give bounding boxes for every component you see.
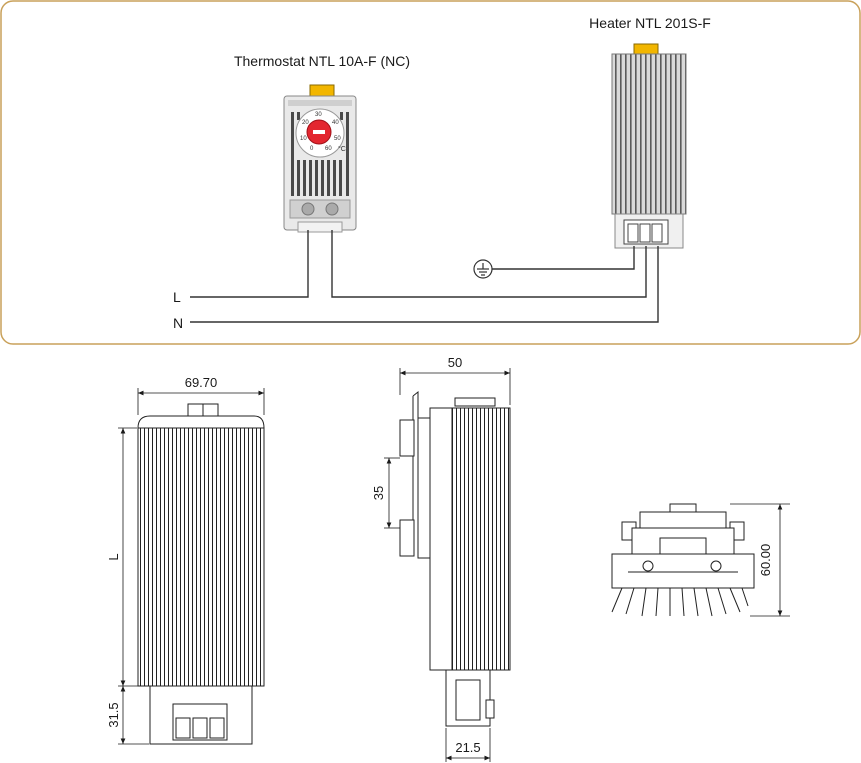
- dial-mark-50: 50: [334, 136, 341, 142]
- dim-side-terminal-width: 21.5: [455, 740, 480, 755]
- thermostat-screw-left: [301, 202, 315, 216]
- line-label: L: [173, 289, 181, 305]
- side-fins: [451, 407, 511, 671]
- bottom-dimensions: [730, 503, 790, 617]
- thermostat-to-heater-wire: [331, 230, 647, 298]
- neutral-label: N: [173, 315, 183, 331]
- dial-mark-30: 30: [315, 112, 322, 118]
- thermostat-clip: [309, 84, 335, 98]
- thermostat-device: 0 10 20 30 40 50 60 °C: [283, 84, 357, 233]
- dim-front-terminal-height: 31.5: [106, 702, 121, 727]
- bottom-fins: [611, 587, 749, 617]
- bottom-view-drawing: [611, 503, 755, 617]
- ground-icon: [473, 259, 493, 279]
- side-dimensions: [384, 368, 511, 762]
- heater-fins: [611, 53, 687, 215]
- neutral-wire: [190, 246, 659, 323]
- bottom-right-screw: [710, 560, 722, 572]
- dial-mark-60: 60: [325, 146, 332, 152]
- thermostat-vents: [291, 112, 349, 196]
- dim-front-height: L: [106, 553, 121, 560]
- dim-side-depth: 50: [448, 355, 462, 370]
- dial-mark-20: 20: [302, 120, 309, 126]
- bottom-left-screw: [642, 560, 654, 572]
- dial-unit: °C: [338, 145, 346, 153]
- heater-device: [611, 43, 687, 249]
- wiring-frame: [0, 0, 861, 345]
- earth-wire: [492, 246, 635, 270]
- front-fins: [137, 427, 265, 687]
- wiring-diagram-panel: Thermostat NTL 10A-F (NC) Heater NTL 201…: [0, 0, 861, 345]
- thermostat-screw-right: [325, 202, 339, 216]
- wiring-lines: [190, 230, 659, 323]
- dial-mark-40: 40: [332, 120, 339, 126]
- dim-bottom-height: 60.00: [758, 544, 773, 577]
- side-view-drawing: [399, 390, 511, 727]
- line-wire: [190, 230, 309, 298]
- dial-mark-0: 0: [310, 146, 314, 152]
- side-terminal: [445, 669, 491, 727]
- dim-front-width: 69.70: [185, 375, 218, 390]
- front-view-drawing: [137, 403, 265, 745]
- front-dimensions: [118, 388, 265, 745]
- heater-label: Heater NTL 201S-F: [589, 15, 711, 31]
- dial-mark-10: 10: [300, 136, 307, 142]
- dim-side-clip-height: 35: [371, 486, 386, 500]
- thermostat-label: Thermostat NTL 10A-F (NC): [234, 53, 410, 69]
